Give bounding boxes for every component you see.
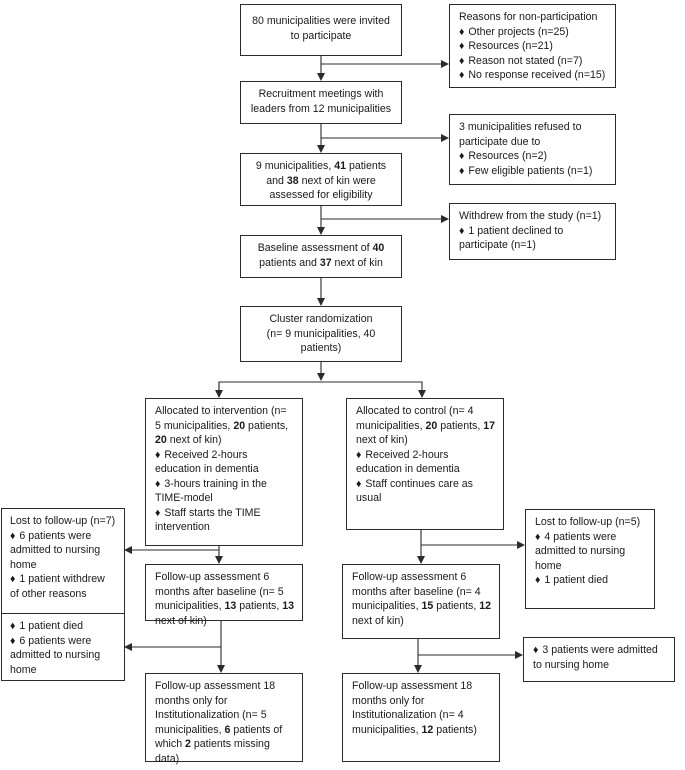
intervention-next-of-kin: 20 <box>155 434 167 446</box>
text-part: patients, <box>433 600 480 612</box>
control-next-of-kin: 17 <box>483 419 496 432</box>
intervention-patients: 20 <box>233 419 246 432</box>
intervention-allocation-box: Allocated to intervention (n= 5 municipa… <box>145 398 303 546</box>
intervention-fu6-patients: 13 <box>224 600 237 612</box>
eligibility-patients: 41 <box>334 160 347 172</box>
control-item: Staff continues care as usual <box>356 477 495 506</box>
intervention-lost-item: 6 patients were admitted to nursing home <box>10 529 116 573</box>
cluster-randomization-box: Cluster randomization (n= 9 municipaliti… <box>240 306 402 362</box>
control-lost-item: 1 patient died <box>535 573 646 588</box>
intervention-item: 3-hours training in the TIME-model <box>155 477 294 506</box>
baseline-text: Baseline assessment of <box>257 242 373 254</box>
control-fu6-next-of-kin: 12 <box>479 600 492 612</box>
control-lost-title: Lost to follow-up (n=5) <box>535 516 641 528</box>
intervention-lost-18-item: 1 patient died <box>10 619 116 634</box>
intervention-lost-title: Lost to follow-up (n=7) <box>10 515 116 527</box>
non-participation-title: Reasons for non-participation <box>459 11 598 23</box>
refused-box: 3 municipalities refused to participate … <box>449 114 616 185</box>
intervention-fu18-patients: 6 <box>224 723 231 736</box>
intervention-fu6-next-of-kin: 13 <box>282 600 295 612</box>
baseline-next-of-kin: 37 <box>319 256 332 269</box>
eligibility-text: next of kin were assessed for eligibilit… <box>269 174 376 202</box>
eligibility-box: 9 municipalities, 41 patients and 38 nex… <box>240 153 402 206</box>
text-part: Allocated to intervention (n= 5 municipa… <box>155 405 287 432</box>
recruitment-text: Recruitment meetings with leaders from 1… <box>250 88 392 115</box>
text-part: patients) <box>433 723 477 736</box>
refused-item: Resources (n=2) <box>459 149 607 164</box>
intervention-followup-6-box: Follow-up assessment 6 months after base… <box>145 564 303 627</box>
control-allocation-text: Allocated to control (n= 4 municipalitie… <box>356 404 495 448</box>
non-participation-item: Resources (n=21) <box>459 39 607 54</box>
eligibility-text: 9 municipalities, <box>255 160 335 172</box>
control-item: Received 2-hours education in dementia <box>356 448 495 477</box>
intervention-allocation-text: Allocated to intervention (n= 5 municipa… <box>155 404 294 448</box>
text-part: next of kin) <box>166 434 222 446</box>
text-part: next of kin) <box>155 614 207 627</box>
control-lost-18-box: 3 patients were admitted to nursing home <box>523 637 675 682</box>
cluster-detail: (n= 9 municipalities, 40 patients) <box>266 327 376 355</box>
baseline-patients: 40 <box>372 242 385 254</box>
non-participation-box: Reasons for non-participation Other proj… <box>449 4 616 88</box>
non-participation-item: Reason not stated (n=7) <box>459 54 607 69</box>
withdrew-item: 1 patient declined to participate (n=1) <box>459 224 607 253</box>
control-fu6-patients: 15 <box>421 600 434 612</box>
baseline-text: next of kin <box>331 256 383 269</box>
withdrew-box: Withdrew from the study (n=1) 1 patient … <box>449 203 616 260</box>
text-part: patients of which <box>155 723 283 751</box>
invitation-text: 80 municipalities were invited to partic… <box>252 15 390 42</box>
intervention-item: Staff starts the TIME intervention <box>155 506 294 535</box>
intervention-lost-18-item: 6 patients were admitted to nursing home <box>10 634 116 678</box>
intervention-fu18-missing: 2 <box>185 738 191 750</box>
non-participation-item: Other projects (n=25) <box>459 25 607 40</box>
refused-title: 3 municipalities refused to participate … <box>459 121 582 148</box>
text-part: patients, <box>245 419 289 432</box>
text-part: Follow-up assessment 6 months after base… <box>352 571 481 612</box>
intervention-followup-18-box: Follow-up assessment 18 months only for … <box>145 673 303 765</box>
text-part: next of kin) <box>352 614 404 627</box>
text-part: patients, <box>236 600 283 612</box>
control-allocation-box: Allocated to control (n= 4 municipalitie… <box>346 398 504 530</box>
control-followup-18-box: Follow-up assessment 18 months only for … <box>342 673 500 762</box>
intervention-item: Received 2-hours education in dementia <box>155 448 294 477</box>
non-participation-item: No response received (n=15) <box>459 68 607 83</box>
intervention-lost-18-box: 1 patient died 6 patients were admitted … <box>1 613 125 681</box>
text-part: Allocated to control (n= 4 municipalitie… <box>356 405 474 432</box>
text-part: patients, <box>437 419 484 432</box>
text-part: Follow-up assessment 18 months only for … <box>352 680 473 736</box>
text-part: Follow-up assessment 18 months only for … <box>155 680 276 736</box>
text-part: patients missing data) <box>155 738 270 765</box>
recruitment-box: Recruitment meetings with leaders from 1… <box>240 81 402 124</box>
control-lost-18-item: 3 patients were admitted to nursing home <box>533 643 666 672</box>
intervention-lost-item: 1 patient withdrew of other reasons <box>10 572 116 601</box>
text-part: Follow-up assessment 6 months after base… <box>155 571 284 612</box>
withdrew-title: Withdrew from the study (n=1) <box>459 210 602 222</box>
control-patients: 20 <box>425 419 438 432</box>
control-fu18-patients: 12 <box>421 723 434 736</box>
control-lost-box: Lost to follow-up (n=5) 4 patients were … <box>525 509 655 609</box>
split-line <box>218 381 426 398</box>
baseline-text: patients and <box>259 256 320 269</box>
text-part: next of kin) <box>356 434 408 446</box>
eligibility-text: patients and <box>266 160 387 187</box>
control-followup-6-box: Follow-up assessment 6 months after base… <box>342 564 500 639</box>
eligibility-next-of-kin: 38 <box>286 174 299 187</box>
baseline-box: Baseline assessment of 40 patients and 3… <box>240 235 402 278</box>
invitation-box: 80 municipalities were invited to partic… <box>240 4 402 56</box>
control-lost-item: 4 patients were admitted to nursing home <box>535 530 646 574</box>
cluster-title: Cluster randomization <box>269 313 373 325</box>
intervention-lost-box: Lost to follow-up (n=7) 6 patients were … <box>1 508 125 618</box>
refused-item: Few eligible patients (n=1) <box>459 164 607 179</box>
